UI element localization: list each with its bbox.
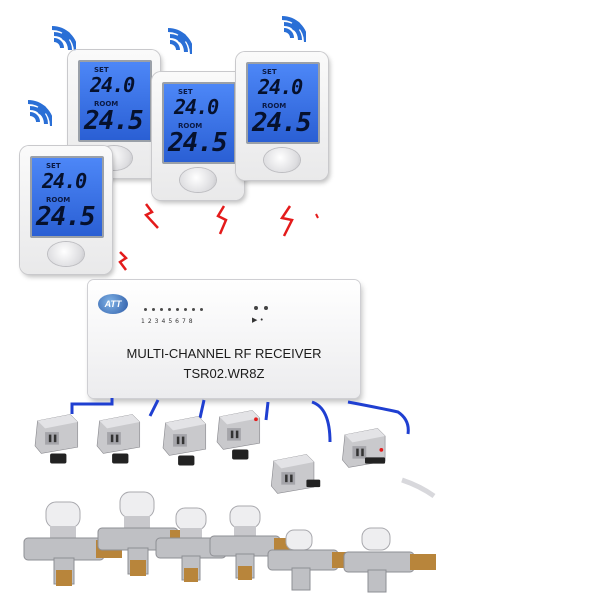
set-temperature: 24.0 [90,73,135,97]
channel-number: 3 [154,318,159,325]
lcd-screen: SET 24.0 ROOM 24.5 [30,156,104,238]
set-label: SET [178,88,193,96]
lcd-screen: SET 24.0 ROOM 24.5 [246,62,320,144]
actuator [270,454,321,494]
thermostat-knob[interactable] [48,242,84,266]
actuator [342,428,386,468]
room-label: ROOM [46,196,71,204]
rf-bolt-icon [315,213,319,219]
radiator-valve [209,505,298,580]
rf-bolt-icon [279,205,294,237]
thermostat-3: SET 24.0 ROOM 24.5 [152,72,244,200]
thermostat-knob[interactable] [180,168,216,192]
set-temperature: 24.0 [258,75,303,99]
actuator-cable [401,477,436,499]
thermostat-4: SET 24.0 ROOM 24.5 [236,52,328,180]
set-label: SET [94,66,109,74]
actuator [162,416,207,466]
wifi-signal-icon [281,16,306,43]
brand-logo: ATT [98,294,128,314]
set-temperature: 24.0 [174,95,219,119]
receiver-model: TSR02.WR8Z [183,366,265,381]
room-temperature: 24.5 [252,108,312,138]
actuator [216,410,261,460]
rf-receiver-unit: ATT 1 2 3 4 5 6 7 8 ▶ • MULTI-CHANNEL RF… [88,280,360,398]
set-label: SET [262,68,277,76]
room-label: ROOM [94,100,119,108]
channel-number: 1 [141,318,145,325]
channel-leds [144,308,203,311]
rf-bolt-icon [118,251,128,271]
mode-icon: ▶ • [252,316,264,324]
set-temperature: 24.0 [42,169,87,193]
channel-number: 4 [161,318,166,325]
room-label: ROOM [178,122,203,130]
channel-number: 2 [147,318,152,325]
channel-number: 8 [188,318,193,325]
room-temperature: 24.5 [168,128,228,158]
wifi-signal-icon [51,26,76,53]
power-led-icon [254,306,258,310]
channel-number: 5 [168,318,173,325]
room-label: ROOM [262,102,287,110]
set-label: SET [46,162,61,170]
actuator [34,414,79,464]
room-temperature: 24.5 [36,202,96,232]
thermostat-knob[interactable] [264,148,300,172]
wiring [70,398,410,443]
channel-number: 7 [181,318,186,325]
actuator [96,414,141,464]
channel-number: 6 [175,318,179,325]
channel-numbers: 1 2 3 4 5 6 7 8 [141,318,193,325]
wifi-signal-icon [27,100,52,127]
rf-bolt-icon [216,205,228,235]
lcd-screen: SET 24.0 ROOM 24.5 [78,60,152,142]
room-temperature: 24.5 [84,106,144,136]
radiator-valve [343,527,436,593]
receiver-title: MULTI-CHANNEL RF RECEIVER [126,346,322,361]
wifi-signal-icon [167,28,192,55]
lcd-screen: SET 24.0 ROOM 24.5 [162,82,236,164]
power-led-icon [264,306,268,310]
thermostat-1: SET 24.0 ROOM 24.5 [20,146,112,274]
rf-bolt-icon [143,203,159,229]
